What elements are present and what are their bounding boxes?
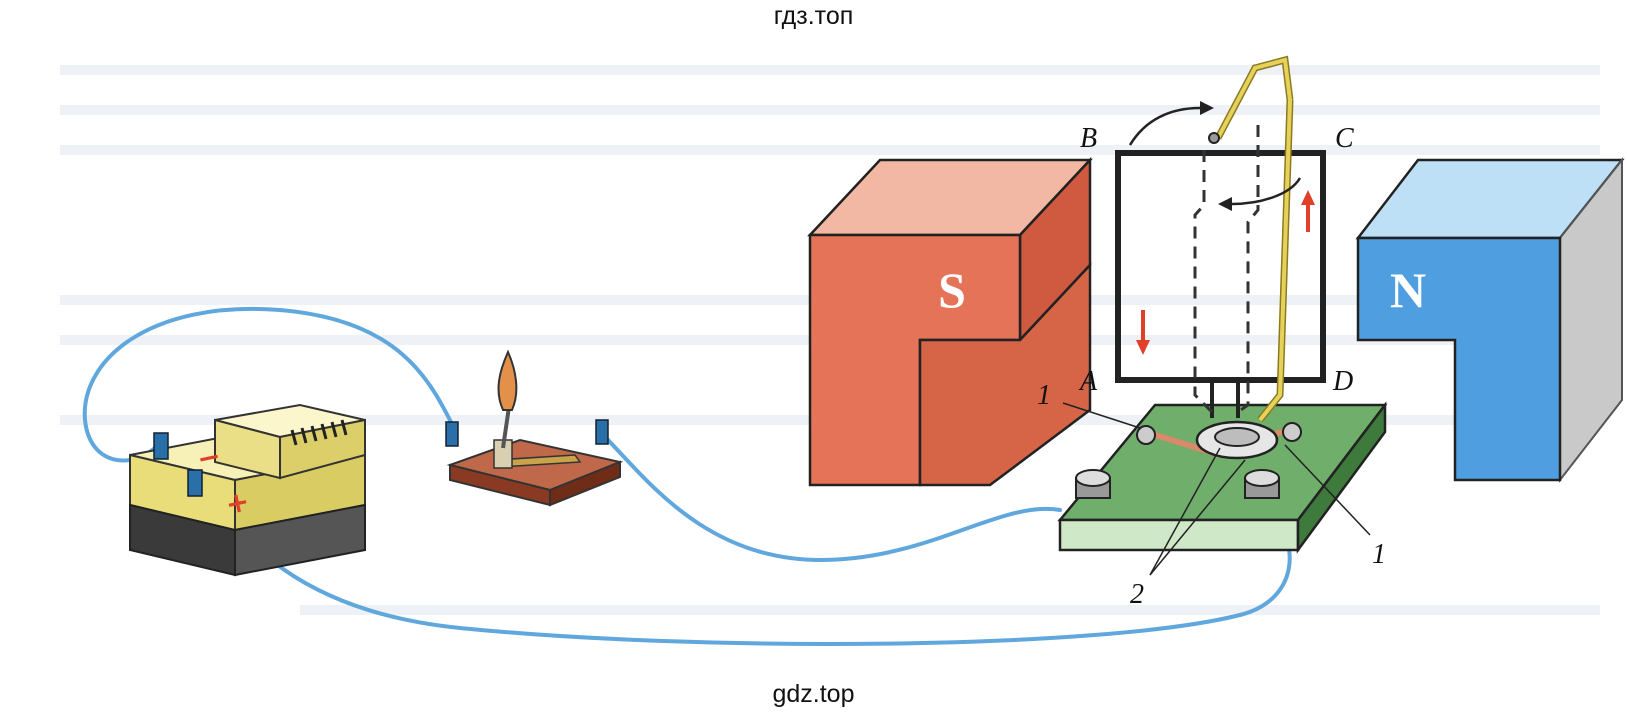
south-magnet: S <box>807 156 1093 487</box>
switch-handle <box>497 349 518 411</box>
callout-2: 2 <box>1130 579 1144 610</box>
corner-label-c: C <box>1335 123 1354 154</box>
callout-1-right: 1 <box>1372 539 1386 570</box>
corner-label-d: D <box>1332 366 1353 397</box>
battery <box>129 403 366 577</box>
rotation-arrows <box>1128 101 1302 211</box>
north-pole-label: N <box>1390 262 1426 318</box>
battery-vents <box>290 419 348 446</box>
wire-battery-to-switch <box>82 306 457 463</box>
knife-switch <box>445 349 624 507</box>
watermark-top: гдз.топ <box>773 2 854 30</box>
rotating-frame <box>1115 55 1326 423</box>
north-magnet: N <box>1355 157 1625 483</box>
callout-1-left: 1 <box>1037 380 1051 411</box>
corner-label-a: A <box>1078 366 1098 397</box>
base-plate <box>1057 401 1388 554</box>
current-arrows <box>1136 190 1315 355</box>
corner-label-b: B <box>1080 123 1097 154</box>
watermark-bottom: gdz.top <box>772 680 855 708</box>
battery-terminal-plus <box>187 469 203 497</box>
wires <box>82 306 1292 646</box>
wire-switch-to-plate <box>598 430 1062 563</box>
battery-terminal-minus <box>153 432 169 460</box>
wire-battery-to-plate <box>196 476 1292 646</box>
south-pole-label: S <box>938 262 966 318</box>
callout-leaders <box>1062 402 1371 576</box>
